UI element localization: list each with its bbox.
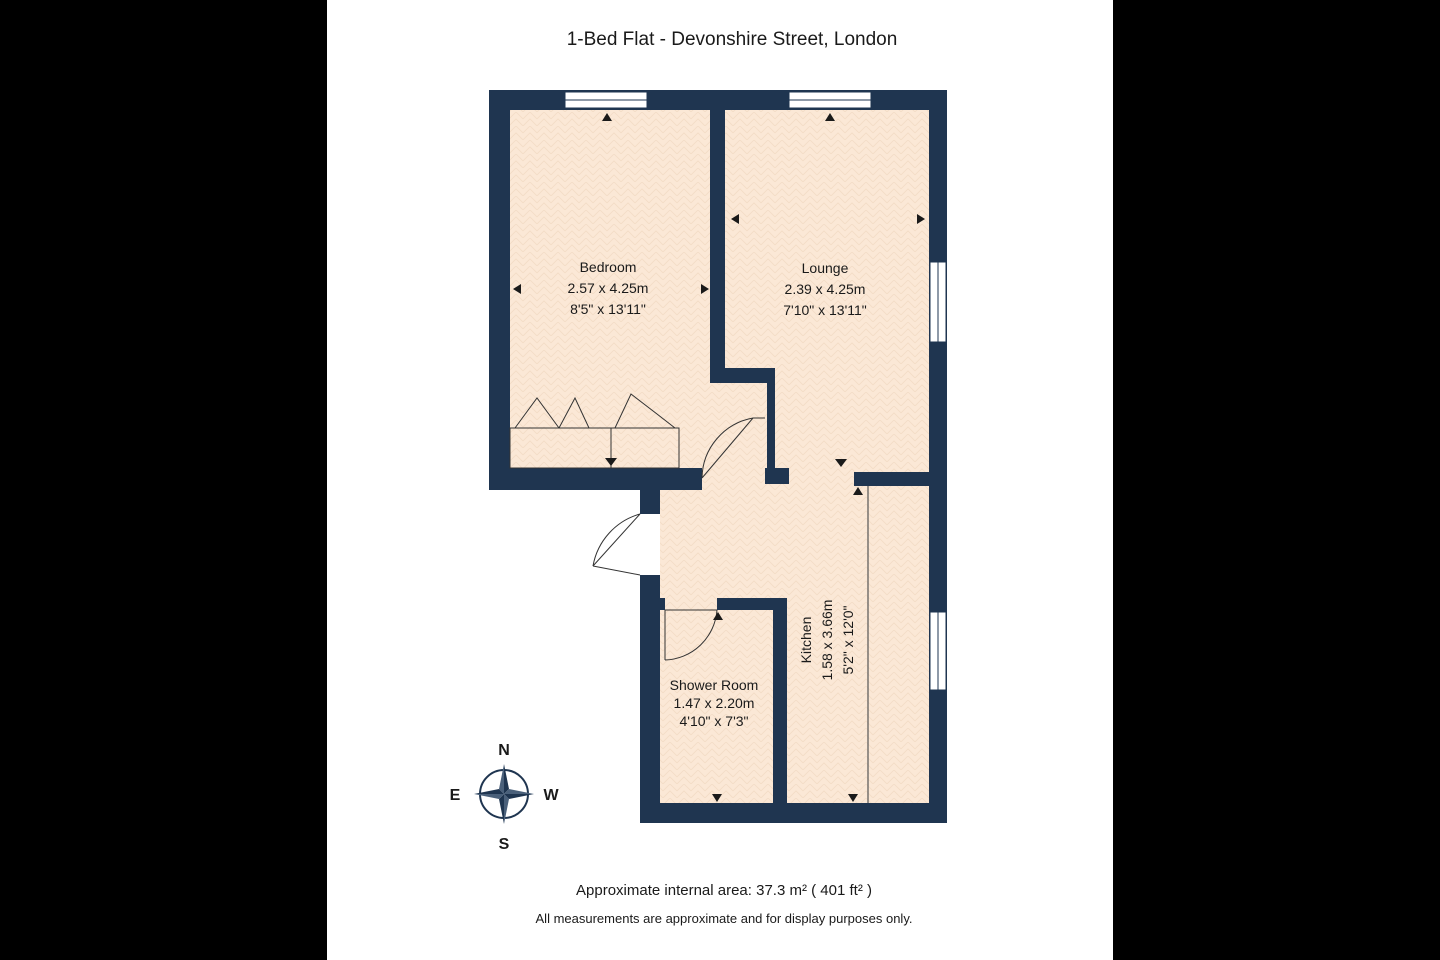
shower-metric: 1.47 x 2.20m bbox=[674, 695, 755, 711]
floor-area bbox=[510, 110, 929, 803]
shower-imperial: 4'10" x 7'3" bbox=[680, 713, 749, 729]
internal-area: Approximate internal area: 37.3 m² ( 401… bbox=[576, 882, 872, 899]
compass-north: N bbox=[498, 742, 510, 759]
compass-rose: N S E W bbox=[450, 742, 560, 853]
kitchen-imperial: 5'2" x 12'0" bbox=[840, 605, 856, 674]
kitchen-label: Kitchen 1.58 x 3.66m 5'2" x 12'0" bbox=[798, 600, 856, 681]
floorplan-sheet: 1-Bed Flat - Devonshire Street, London bbox=[327, 0, 1113, 960]
compass-east: E bbox=[450, 787, 461, 804]
wardrobes bbox=[509, 393, 680, 469]
shower-name: Shower Room bbox=[670, 677, 759, 693]
doors bbox=[592, 417, 765, 661]
windows bbox=[564, 91, 947, 691]
dimension-arrows bbox=[513, 113, 925, 802]
bedroom-metric: 2.57 x 4.25m bbox=[568, 280, 649, 296]
kitchen-name: Kitchen bbox=[798, 617, 814, 664]
compass-south: S bbox=[499, 836, 510, 853]
plan-title: 1-Bed Flat - Devonshire Street, London bbox=[567, 29, 898, 50]
kitchen-metric: 1.58 x 3.66m bbox=[819, 600, 835, 681]
lounge-imperial: 7'10" x 13'11" bbox=[783, 302, 867, 318]
lounge-name: Lounge bbox=[802, 260, 849, 276]
compass-west: W bbox=[543, 787, 559, 804]
disclaimer: All measurements are approximate and for… bbox=[536, 911, 913, 926]
floorplan-diagram: 1-Bed Flat - Devonshire Street, London bbox=[450, 29, 947, 926]
bedroom-imperial: 8'5" x 13'11" bbox=[570, 301, 646, 317]
bedroom-name: Bedroom bbox=[580, 259, 637, 275]
lounge-metric: 2.39 x 4.25m bbox=[785, 281, 866, 297]
